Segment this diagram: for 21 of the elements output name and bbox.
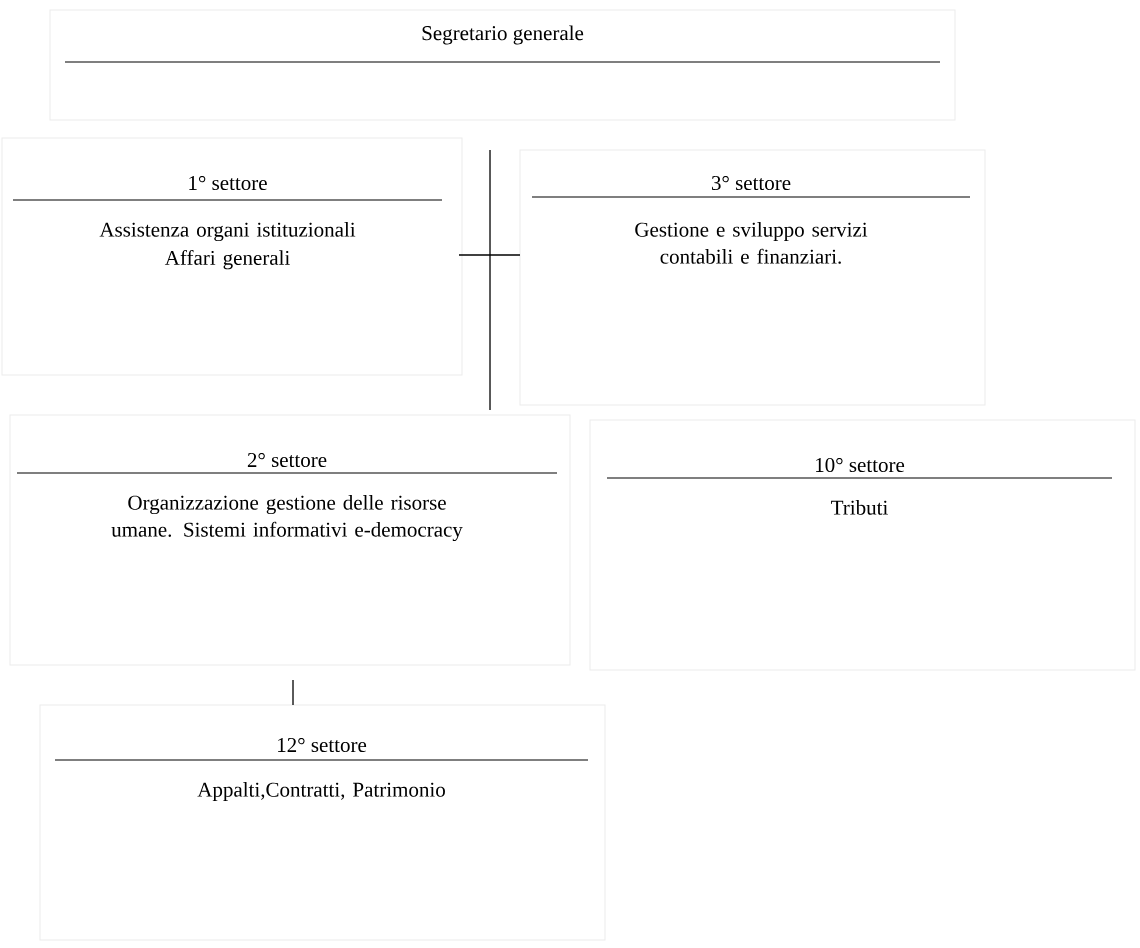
sector-description: Organizzazione gestione delle risorse umane. Sistemi informativi e-democracy xyxy=(111,495,463,542)
sector-heading: 12° settore xyxy=(278,737,367,753)
sector-description: Appalti,Contratti, Patrimonio xyxy=(197,782,445,802)
sector-box xyxy=(589,419,1136,671)
sector-heading: 10° settore xyxy=(816,457,905,473)
connector-line xyxy=(489,149,491,411)
sector-description: Assistenza organi istituzionali xyxy=(99,222,356,242)
connector-line xyxy=(292,679,294,706)
sector-box xyxy=(9,414,571,666)
sector-box xyxy=(39,704,606,941)
sector-description: Affari generali xyxy=(164,250,290,270)
sector-box xyxy=(49,9,956,121)
sector-box xyxy=(519,149,986,406)
sector-description: Gestione e sviluppo servizi contabili e finanziari. xyxy=(635,222,868,264)
connector-line xyxy=(458,254,521,256)
sector-description: Tributi xyxy=(831,500,888,515)
sector-heading: 2° settore xyxy=(247,452,327,468)
sector-heading: Segretario generale xyxy=(422,25,584,45)
sector-box xyxy=(1,137,463,376)
sector-heading: 3° settore xyxy=(711,175,791,191)
sector-heading: 1° settore xyxy=(189,175,267,191)
